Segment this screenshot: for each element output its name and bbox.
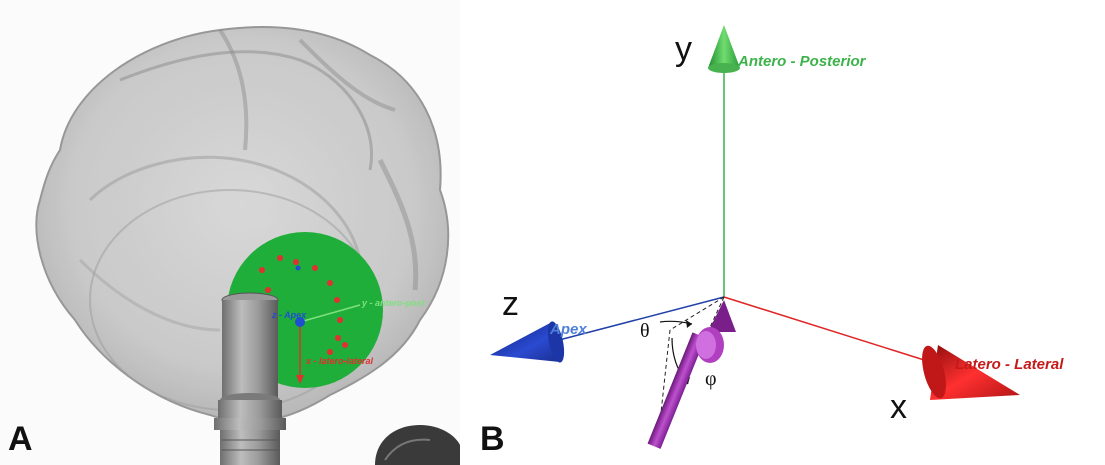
y-axis-letter: y [675, 30, 692, 68]
label-antero-post: y - antero-post [361, 298, 426, 308]
heart-render: z - Apex y - antero-post x - latero-late… [0, 0, 460, 465]
y-axis-name: Antero - Posterior [737, 53, 867, 70]
axes-diagram: y z x Antero - Posterior Apex Latero - L… [460, 0, 1105, 465]
label-apex: z - Apex [271, 310, 307, 320]
phi-symbol: φ [705, 368, 717, 390]
x-axis-name: Latero - Lateral [955, 356, 1064, 373]
z-axis-letter: z [502, 285, 519, 323]
panel-a: z - Apex y - antero-post x - latero-late… [0, 0, 460, 465]
theta-symbol: θ [640, 320, 650, 342]
panel-b-letter: B [480, 420, 505, 459]
label-latero-lateral: x - latero-lateral [305, 356, 374, 366]
dark-object [375, 425, 460, 465]
panel-a-letter: A [8, 420, 33, 459]
y-axis-cone [708, 25, 740, 73]
x-axis-line [724, 297, 940, 365]
x-axis-letter: x [890, 388, 907, 426]
z-axis-name: Apex [549, 321, 587, 338]
panel-b: y z x Antero - Posterior Apex Latero - L… [460, 0, 1105, 465]
